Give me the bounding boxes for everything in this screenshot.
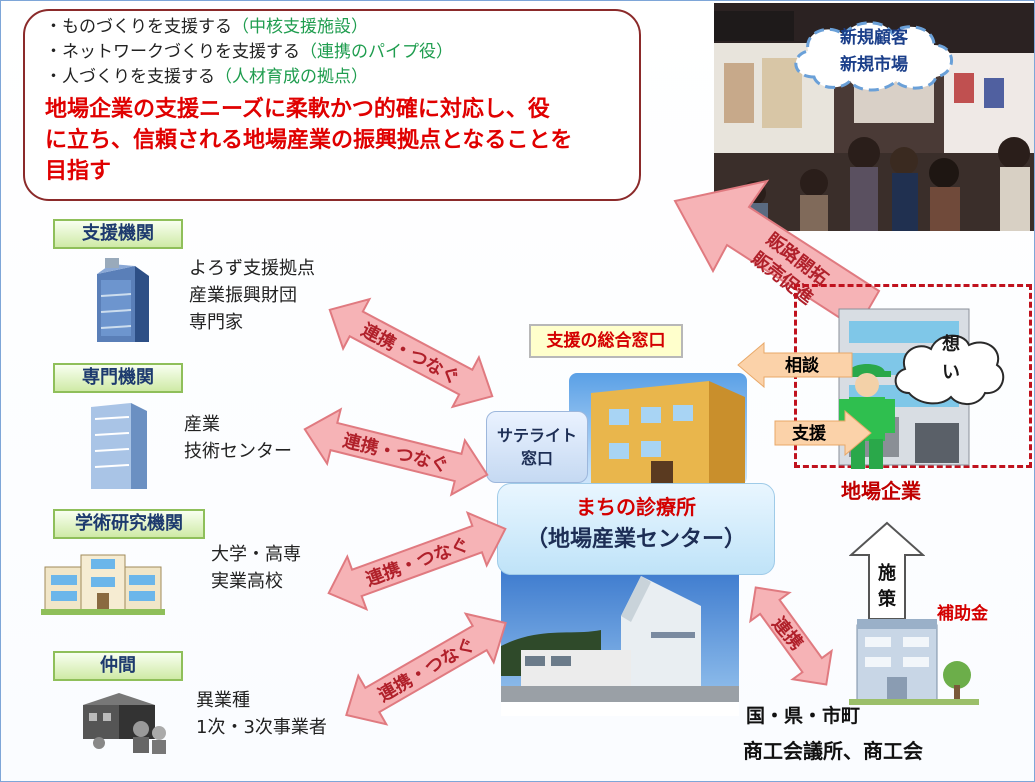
category-support-organizations: 支援機関 [53, 219, 183, 249]
mission-statement-line-1: 地場企業の支援ニーズに柔軟かつ的確に対応し、役 [45, 97, 550, 122]
town-clinic-label: まちの診療所 [576, 495, 696, 519]
link-arrow-academic: 連携・つなぐ [327, 510, 507, 612]
thought-line-2: い [942, 362, 960, 383]
local-company-label: 地場企業 [841, 479, 921, 503]
policy-up-arrow: 施 策 [849, 521, 925, 620]
mission-statement-line-3: 目指す [45, 159, 112, 184]
industrial-label: 産業 [184, 414, 220, 435]
local-industry-center-label: （地場産業センター） [525, 527, 746, 552]
mission-line-1-note: （中核支援施設） [232, 17, 368, 37]
category-peers: 仲間 [53, 651, 183, 681]
subsidy-label: 補助金 [937, 604, 988, 624]
mission-line-3: ・人づくりを支援する（人材育成の拠点） [45, 65, 619, 90]
link-label-peers: 連携・つなぐ [374, 633, 479, 706]
link-arrow-support: 連携・つなぐ [328, 297, 494, 409]
mission-line-2: ・ネットワークづくりを支援する（連携のパイプ役） [45, 40, 619, 65]
center-photo [501, 546, 739, 716]
mission-line-1-text: ・ものづくりを支援する [45, 17, 232, 37]
office-building-icon [97, 258, 149, 342]
link-label-support: 連携・つなぐ [358, 319, 464, 389]
link-arrow-peers: 連携・つなぐ [345, 612, 507, 726]
town-clinic-building-icon [569, 373, 747, 485]
national-prefecture-municipal-label: 国・県・市町 [746, 705, 861, 727]
specialized-org-list: 産業 技術センター [184, 411, 292, 465]
factory-workers-icon [83, 693, 166, 754]
link-arrow-specialized: 連携・つなぐ [303, 407, 489, 497]
mission-statement: 地場企業の支援ニーズに柔軟かつ的確に対応し、役 に立ち、信頼される地場産業の振興… [45, 94, 619, 187]
worker-person-icon [839, 364, 895, 469]
satellite-label: サテライト [496, 426, 577, 445]
satellite-window-box: サテライト 窓口 [486, 411, 588, 483]
yorozu-support-base: よろず支援拠点 [189, 258, 315, 279]
mission-box: ・ものづくりを支援する（中核支援施設） ・ネットワークづくりを支援する（連携のパ… [23, 9, 641, 201]
mission-line-3-text: ・人づくりを支援する [45, 67, 215, 87]
tower-building-icon [91, 403, 147, 489]
industry-promotion-foundation: 産業振興財団 [189, 285, 297, 306]
government-office-icon [849, 619, 979, 705]
government-collab-arrow: 連携 [749, 586, 833, 686]
experts: 専門家 [189, 312, 243, 333]
different-industries-label: 異業種 [196, 690, 250, 711]
category-specialized-organizations: 専門機関 [53, 363, 183, 393]
policy-label-1: 施 [878, 562, 896, 584]
support-label: 支援 [792, 423, 827, 444]
center-photo-image [501, 546, 739, 716]
technology-center-label: 技術センター [184, 441, 292, 462]
peers-list: 異業種 1次・3次事業者 [196, 687, 327, 741]
local-industry-center-box: まちの診療所 （地場産業センター） [497, 483, 775, 575]
new-market-text: 新規顧客 新規市場 [804, 25, 944, 79]
consult-label: 相談 [785, 355, 820, 376]
mission-line-1: ・ものづくりを支援する（中核支援施設） [45, 15, 619, 40]
thought-cloud-icon [894, 334, 1005, 405]
comprehensive-support-window-label: 支援の総合窓口 [529, 324, 683, 358]
new-markets-label: 新規市場 [840, 55, 908, 75]
university-college-label: 大学・高専 [211, 544, 301, 565]
category-academic-institutions: 学術研究機関 [53, 509, 205, 539]
sales-channel-arrow: 販路開拓 販売促進 [673, 179, 881, 331]
vocational-high-school-label: 実業高校 [211, 571, 283, 592]
policy-label-2: 策 [878, 588, 897, 610]
support-org-list: よろず支援拠点 産業振興財団 専門家 [189, 255, 315, 336]
cloud-market-icon [794, 21, 953, 92]
consult-arrow: 相談 [737, 341, 853, 389]
thought-text: 想 い [931, 331, 971, 387]
link-label-specialized: 連携・つなぐ [341, 429, 451, 476]
new-customers-label: 新規顧客 [840, 28, 908, 48]
primary-tertiary-businesses-label: 1次・3次事業者 [196, 717, 327, 738]
mission-statement-line-2: に立ち、信頼される地場産業の振興拠点となることを [45, 128, 573, 153]
support-arrow: 支援 [774, 409, 872, 457]
window-label: 窓口 [520, 449, 553, 468]
chamber-of-commerce-label: 商工会議所、商工会 [743, 739, 923, 763]
mission-line-3-note: （人材育成の拠点） [215, 67, 368, 87]
mission-line-2-text: ・ネットワークづくりを支援する [45, 42, 300, 62]
school-building-icon [41, 554, 165, 615]
thought-line-1: 想 [942, 334, 960, 355]
academic-list: 大学・高専 実業高校 [211, 541, 301, 595]
mission-line-2-note: （連携のパイプ役） [300, 42, 453, 62]
